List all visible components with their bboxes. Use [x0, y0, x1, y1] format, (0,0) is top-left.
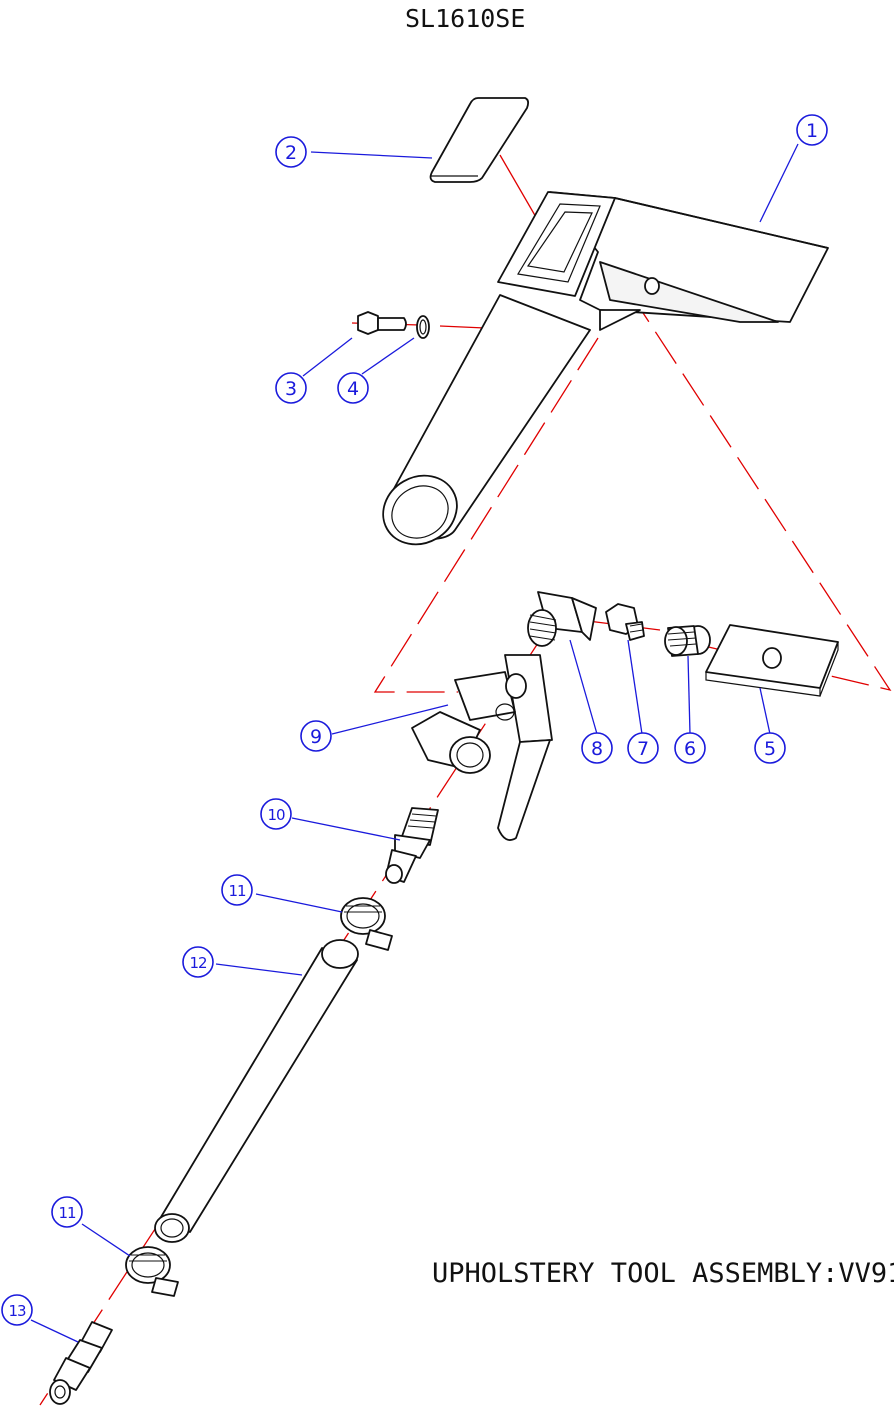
part-hose-clamp-upper — [340, 897, 393, 951]
svg-text:5: 5 — [764, 738, 776, 760]
part-hose — [154, 939, 359, 1243]
part-bolt — [357, 311, 407, 335]
part-fitting-6 — [664, 625, 711, 657]
svg-text:10: 10 — [267, 806, 285, 824]
callout-13: 13 — [1, 1294, 33, 1326]
callout-12: 12 — [182, 946, 214, 978]
callout-1: 1 — [796, 114, 828, 146]
callout-2: 2 — [275, 136, 307, 168]
svg-text:13: 13 — [8, 1302, 26, 1320]
callout-11-lower: 11 — [51, 1196, 83, 1228]
part-barbed-fitting — [49, 1321, 113, 1405]
callout-leaders — [30, 143, 799, 1343]
callout-10: 10 — [260, 798, 292, 830]
callout-8: 8 — [581, 732, 613, 764]
svg-text:7: 7 — [637, 738, 649, 760]
callout-3: 3 — [275, 372, 307, 404]
svg-text:11: 11 — [58, 1204, 76, 1222]
svg-text:8: 8 — [591, 738, 603, 760]
part-elbow — [527, 591, 597, 647]
svg-text:3: 3 — [285, 378, 297, 400]
svg-text:2: 2 — [285, 142, 297, 164]
callout-6: 6 — [674, 732, 706, 764]
part-hose-barb-10 — [385, 807, 439, 884]
part-plate — [705, 624, 839, 697]
callout-5: 5 — [754, 732, 786, 764]
svg-text:1: 1 — [806, 120, 818, 142]
part-hose-clamp-lower — [125, 1246, 179, 1297]
part-washer — [416, 315, 430, 339]
callout-11-upper: 11 — [221, 874, 253, 906]
callout-9: 9 — [300, 720, 332, 752]
svg-text:9: 9 — [310, 726, 322, 748]
svg-text:11: 11 — [228, 882, 246, 900]
part-tool-head — [382, 191, 829, 546]
svg-text:4: 4 — [347, 378, 359, 400]
part-hex-nipple — [605, 603, 645, 641]
assembly-title: UPHOLSTERY TOOL ASSEMBLY:VV91559 — [432, 1258, 894, 1289]
svg-text:12: 12 — [189, 954, 207, 972]
callout-7: 7 — [627, 732, 659, 764]
svg-text:6: 6 — [684, 738, 696, 760]
part-pad — [429, 97, 530, 183]
callout-4: 4 — [337, 372, 369, 404]
model-title: SL1610SE — [405, 4, 525, 33]
part-spray-gun — [411, 654, 553, 841]
